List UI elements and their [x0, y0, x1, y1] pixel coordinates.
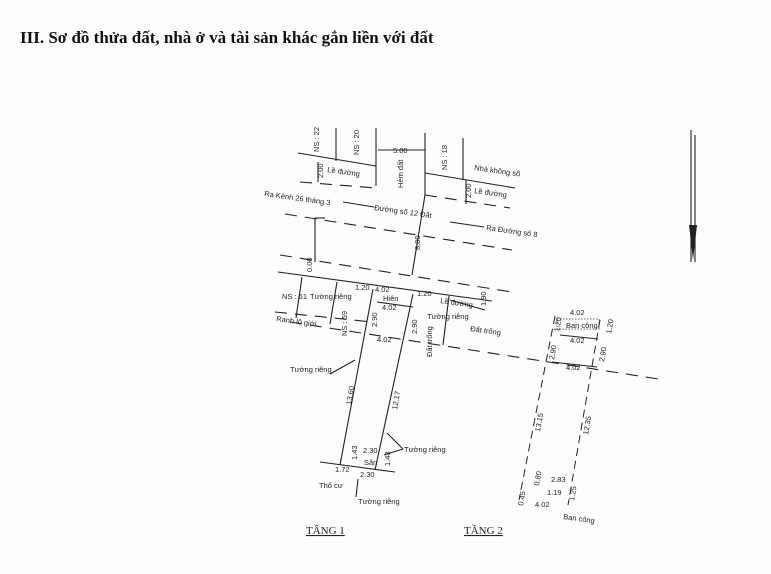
dim-2-83: 2.83 [551, 475, 566, 484]
label-tuong-rieng-bottom-right: Tường riêng [404, 445, 446, 454]
dim-1-20-right: 1.20 [417, 289, 432, 298]
north-arrow-icon [689, 130, 697, 262]
dim-2-30-top: 2.30 [363, 446, 378, 455]
dim-2-90-left: 2.90 [370, 312, 379, 327]
label-ban-cong-bottom: Ban công [563, 512, 596, 525]
dim-13-15: 13.15 [533, 412, 545, 432]
floor1-plot [319, 288, 414, 473]
dim-1-20-f2-left: 1.20 [552, 316, 563, 332]
label-hem-dat: Hẻm đất [396, 159, 405, 188]
dim-0-80: 0.80 [532, 470, 543, 486]
dim-1-20-left: 1.20 [355, 283, 370, 292]
dim-4-02-f2-b: 4.02 [570, 336, 585, 345]
dim-5-00: 5.00 [393, 146, 408, 155]
label-le-duong-right: Lề đường [474, 186, 508, 199]
label-ns20: NS : 20 [352, 130, 361, 155]
label-hien: Hiên [383, 294, 398, 303]
label-tho-cu: Thổ cư [319, 481, 343, 490]
section-title: III. Sơ đồ thửa đất, nhà ở và tài sản kh… [20, 28, 434, 47]
label-ra-duong-so-8: Ra Đường số 8 [486, 223, 538, 239]
dim-2-90-f2-left: 2.90 [547, 344, 558, 360]
label-tuong-rieng-top-left: Tường riêng [310, 292, 352, 301]
dim-4-02-front: 4.02 [375, 285, 390, 294]
dim-4-02-f2-top: 4.02 [570, 308, 585, 317]
label-ban-cong-top: Ban công [566, 321, 598, 330]
label-duong-so-12: Đường số 12 Đất [374, 203, 433, 220]
dim-1-90: 1.90 [479, 291, 488, 306]
label-ns61: NS : 61 [282, 292, 307, 301]
dim-2-00-right: 2.00 [464, 183, 473, 198]
dim-0-45: 0.45 [516, 490, 527, 506]
label-tuong-rieng-top-right: Tường riêng [427, 312, 469, 321]
dim-4-02-f2-bottom: 4.02 [535, 500, 550, 509]
label-nha-khong-so: Nhà không số [474, 163, 522, 178]
caption-floor1: TẦNG 1 [306, 524, 345, 537]
label-tuong-rieng-bottom: Tường riêng [358, 497, 400, 506]
label-ns18: NS : 18 [440, 145, 449, 170]
label-ns59: NS : 59 [340, 311, 349, 336]
dim-2-30-bottom: 2.30 [360, 470, 375, 479]
neighbour-lots [297, 128, 516, 209]
dim-1-72: 1.72 [335, 465, 350, 474]
label-le-duong-left: Lề đường [327, 165, 361, 178]
label-tuong-rieng-left: Tường riêng [290, 365, 332, 374]
dim-4-02-hien: 4.02 [382, 303, 397, 312]
label-ns22: NS : 22 [312, 127, 321, 152]
label-ranh-lo-gioi: Ranh lộ giới [276, 314, 318, 329]
dim-4-02-mid: 4.02 [377, 335, 392, 344]
dim-1-20-f2-right: 1.20 [604, 318, 615, 334]
dim-13-60: 13.60 [344, 385, 356, 405]
dim-8-00: 8.00 [413, 235, 422, 250]
dim-0-00: 0.00 [305, 257, 314, 272]
dim-1-43-left: 1.43 [350, 445, 359, 460]
dim-1-19: 1.19 [547, 488, 562, 497]
dim-2-90-right: 2.90 [410, 319, 419, 334]
dim-2-90-f2-right: 2.90 [597, 346, 608, 362]
floor2-plot [518, 315, 601, 506]
caption-floor2: TẦNG 2 [464, 524, 503, 537]
label-ra-kenh: Ra Kênh 26 tháng 3 [264, 189, 331, 207]
dim-4-02-f2-c: 4.02 [566, 363, 581, 372]
dim-1-43-right: 1.43 [383, 451, 392, 466]
label-dat-trong-vertical: Đất trống [425, 326, 434, 357]
label-san: Sân [364, 458, 377, 467]
dim-12-17: 12.17 [390, 390, 402, 410]
label-dat-trong: Đất trống [470, 324, 502, 337]
dim-2-00-left: 2.00 [316, 163, 325, 178]
dim-12-35: 12.35 [581, 415, 593, 435]
dim-1-25: 1.25 [567, 485, 578, 501]
